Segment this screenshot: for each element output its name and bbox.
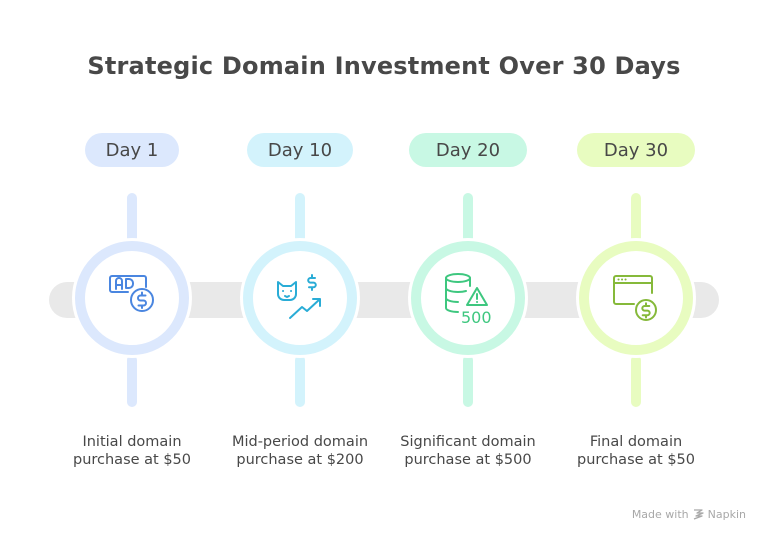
step-circle: [75, 241, 189, 355]
description-line-2: purchase at $200: [236, 452, 364, 468]
connector-bottom: [295, 355, 305, 407]
step-circle: [579, 241, 693, 355]
step-circle: [243, 241, 357, 355]
page-title: Strategic Domain Investment Over 30 Days: [87, 52, 681, 80]
description-line-1: Significant domain: [400, 434, 536, 450]
day-pill: Day 1: [85, 133, 179, 167]
database-warning-500-icon: 500: [445, 273, 492, 327]
napkin-brand: Napkin: [707, 508, 746, 521]
timeline-step-day-20: Day 20 500 Significant domain purchase a…: [388, 0, 548, 540]
connector-top: [631, 193, 641, 243]
cat-dollar-trend-icon: [277, 274, 321, 319]
timeline-step-day-1: Day 1 Initial domain purchase at $50: [52, 0, 212, 540]
description-line-1: Mid-period domain: [231, 434, 369, 450]
ad-dollar-icon: [109, 275, 154, 312]
connector-top: [463, 193, 473, 243]
day-pill: Day 10: [247, 133, 353, 167]
step-circle: [411, 241, 525, 355]
step-description: Significant domain purchase at $500: [388, 433, 548, 469]
step-description: Final domain purchase at $50: [556, 433, 716, 469]
connector-bottom: [463, 355, 473, 407]
icon-amount-text: 500: [461, 308, 492, 327]
step-description: Mid-period domain purchase at $200: [220, 433, 380, 469]
description-line-2: purchase at $50: [576, 452, 696, 468]
description-line-2: purchase at $500: [404, 452, 532, 468]
connector-top: [295, 193, 305, 243]
connector-top: [127, 193, 137, 243]
napkin-logo-icon: [693, 509, 704, 520]
timeline-step-day-10: Day 10 Mid-period domain purchase at $20…: [220, 0, 380, 540]
timeline-step-day-30: Day 30 Final domain purchase at $50: [556, 0, 716, 540]
description-line-1: Initial domain: [82, 434, 182, 450]
day-pill: Day 20: [409, 133, 527, 167]
description-line-1: Final domain: [589, 434, 683, 450]
day-pill: Day 30: [577, 133, 695, 167]
connector-bottom: [127, 355, 137, 407]
step-description: Initial domain purchase at $50: [52, 433, 212, 469]
browser-dollar-icon: [613, 275, 657, 321]
made-with-napkin-badge[interactable]: Made with Napkin: [632, 508, 746, 521]
connector-bottom: [631, 355, 641, 407]
description-line-2: purchase at $50: [72, 452, 192, 468]
made-with-label: Made with: [631, 508, 689, 521]
